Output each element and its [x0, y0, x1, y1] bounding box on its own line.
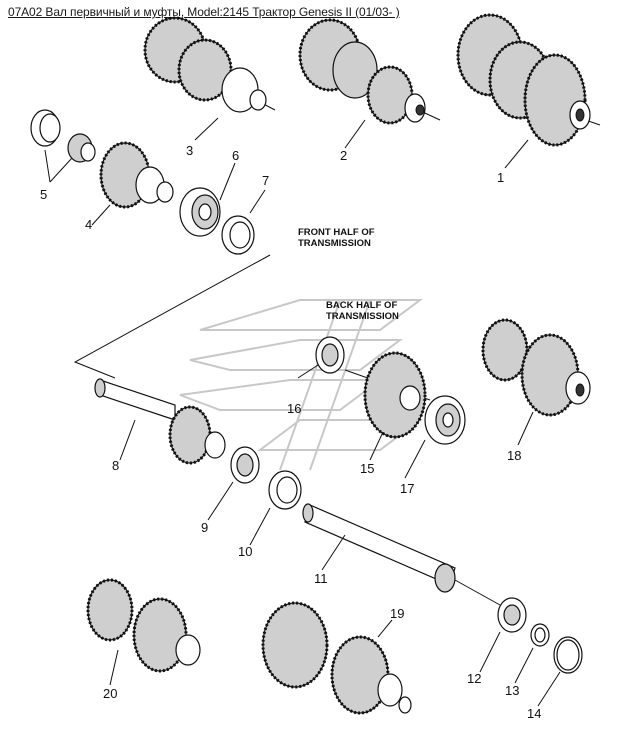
part-10-race-ring[interactable] [268, 470, 302, 510]
watermark-logo [179, 299, 423, 471]
part-14-snap-ring[interactable] [553, 636, 583, 674]
part-9-bearing[interactable] [230, 446, 260, 484]
callout-4[interactable]: 4 [85, 217, 92, 232]
leader-lines [44, 117, 561, 707]
part-3-gear-cluster[interactable] [143, 16, 276, 113]
callout-17[interactable]: 17 [400, 481, 414, 496]
part-18-gear-cluster[interactable] [481, 318, 591, 417]
callout-16[interactable]: 16 [287, 401, 301, 416]
callout-13[interactable]: 13 [505, 683, 519, 698]
part-7-race-ring[interactable] [221, 215, 255, 255]
callout-20[interactable]: 20 [103, 686, 117, 701]
callout-12[interactable]: 12 [467, 671, 481, 686]
output-shaft-guide-line [454, 579, 501, 606]
callout-10[interactable]: 10 [238, 544, 252, 559]
back-half-note-line-1: BACK HALF OF [326, 300, 397, 311]
page-title: 07A02 Вал первичный и муфты, Model:2145 … [8, 5, 400, 19]
callout-7[interactable]: 7 [262, 173, 269, 188]
callout-9[interactable]: 9 [201, 520, 208, 535]
callout-11[interactable]: 11 [314, 571, 328, 586]
callout-15[interactable]: 15 [360, 461, 374, 476]
front-half-guide-line [73, 254, 271, 379]
front-half-note-line-1: FRONT HALF OF [298, 227, 375, 238]
callout-1[interactable]: 1 [497, 170, 504, 185]
part-15-gear[interactable] [344, 351, 431, 439]
front-half-note-line-2: TRANSMISSION [298, 238, 371, 249]
part-11-output-shaft[interactable] [302, 503, 456, 593]
callout-6[interactable]: 6 [232, 148, 239, 163]
part-5-bearing-set[interactable] [30, 109, 96, 163]
part-13-washer[interactable] [530, 623, 550, 647]
part-19-gear-cluster[interactable] [261, 601, 412, 715]
callout-14[interactable]: 14 [527, 706, 541, 721]
part-1-gear-cluster[interactable] [456, 13, 601, 147]
back-half-note-line-2: TRANSMISSION [326, 311, 399, 322]
callout-3[interactable]: 3 [186, 143, 193, 158]
part-16-bearing[interactable] [315, 336, 345, 374]
part-2-gear-cluster[interactable] [298, 18, 441, 125]
part-8-input-shaft[interactable] [94, 378, 226, 465]
callout-2[interactable]: 2 [340, 148, 347, 163]
callout-5[interactable]: 5 [40, 187, 47, 202]
callout-19[interactable]: 19 [390, 606, 404, 621]
callout-8[interactable]: 8 [112, 458, 119, 473]
part-4-gear[interactable] [99, 141, 174, 209]
callout-18[interactable]: 18 [507, 448, 521, 463]
part-20-gear-cluster[interactable] [86, 578, 201, 673]
part-17-bearing[interactable] [424, 395, 466, 445]
part-12-bearing[interactable] [497, 597, 527, 633]
part-6-bearing[interactable] [179, 187, 221, 237]
